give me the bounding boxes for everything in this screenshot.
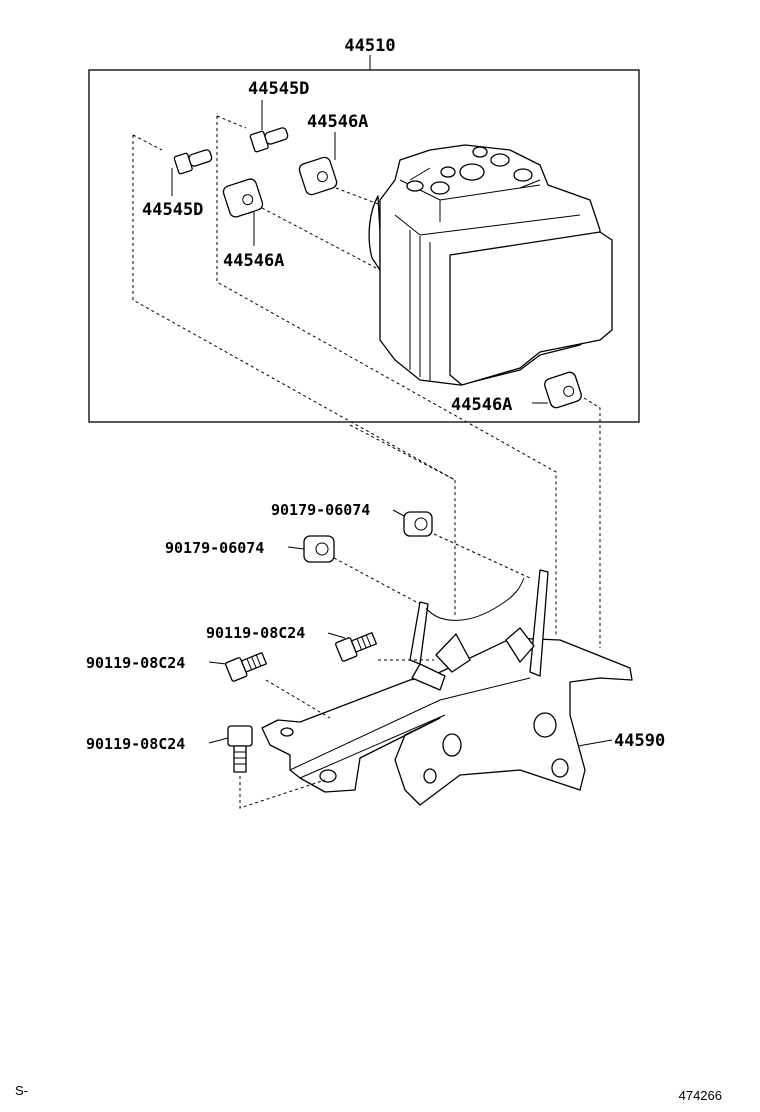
footer-left-code: S-: [15, 1083, 28, 1098]
label-44546a-top: 44546A: [307, 112, 368, 132]
bracket-part: [261, 569, 633, 806]
assembly-dashed-lines: [132, 115, 601, 809]
label-44545d-top: 44545D: [248, 79, 309, 99]
nut-lower: [303, 535, 335, 563]
label-90119-b: 90119-08C24: [86, 654, 185, 672]
label-90179-lower: 90179-06074: [165, 539, 264, 557]
label-44546a-right: 44546A: [451, 395, 512, 415]
abs-actuator-unit: [368, 144, 613, 386]
cushion-right: [544, 371, 582, 409]
cushion-left: [222, 178, 264, 218]
label-44545d-left: 44545D: [142, 200, 203, 220]
bracket-bolt-c: [227, 725, 253, 773]
nut-upper: [403, 511, 433, 537]
leader-lines: [171, 100, 613, 747]
cushion-top: [298, 156, 338, 196]
bracket-bolt-a: [335, 632, 378, 662]
label-44590: 44590: [614, 731, 665, 751]
assembly-frame: [88, 69, 640, 423]
bracket-bolt-b: [225, 652, 268, 682]
label-44546a-left: 44546A: [223, 251, 284, 271]
illustration-number: 474266: [679, 1088, 722, 1103]
label-90119-c: 90119-08C24: [86, 735, 185, 753]
label-90179-upper: 90179-06074: [271, 501, 370, 519]
label-90119-a: 90119-08C24: [206, 624, 305, 642]
actuator-bolt-top: [249, 127, 289, 153]
actuator-bolt-left: [173, 149, 213, 175]
label-44510: 44510: [344, 36, 395, 56]
